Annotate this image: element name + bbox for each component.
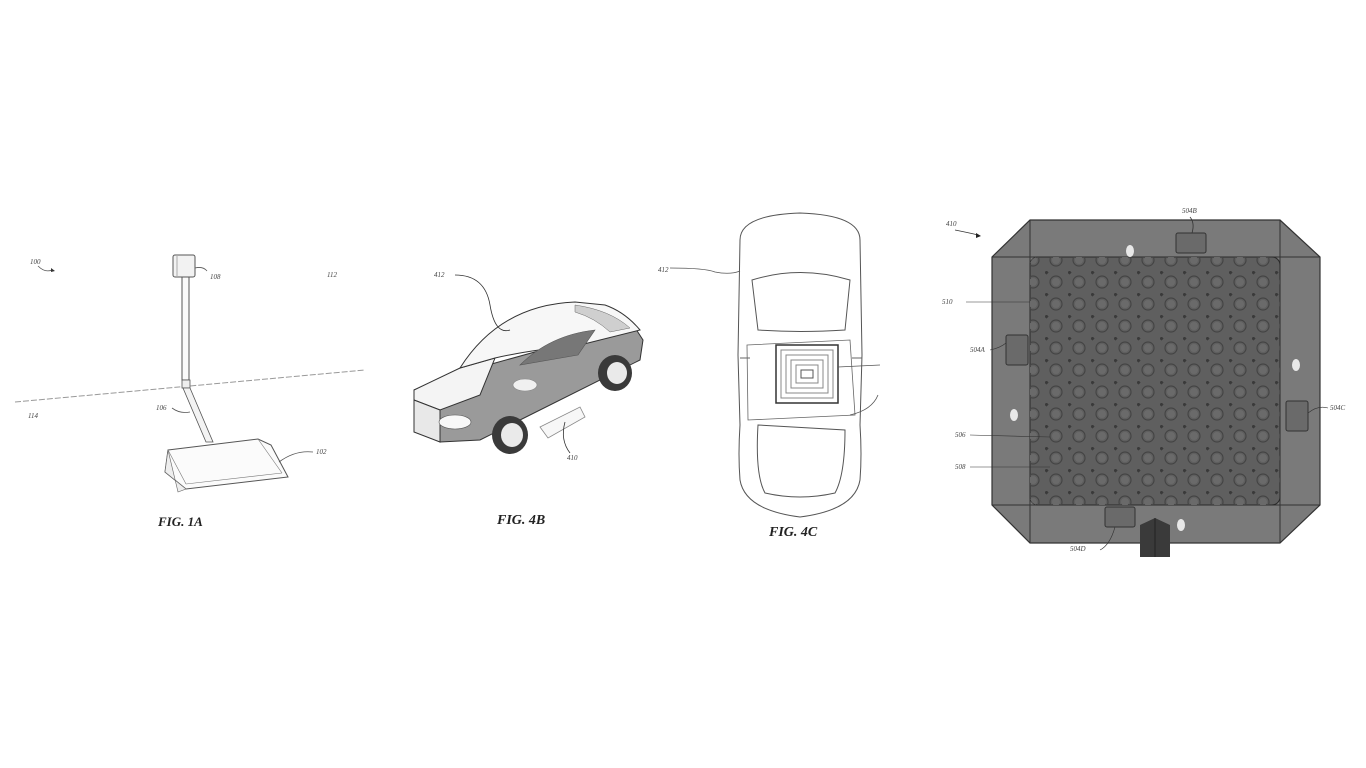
label-410: 410 xyxy=(946,220,957,228)
label-508: 508 xyxy=(955,463,966,471)
label-504c: 504C xyxy=(1330,404,1346,412)
label-102: 102 xyxy=(316,448,327,456)
charging-pad-top-view-drawing xyxy=(954,216,1329,557)
label-504d: 504D xyxy=(1070,545,1086,553)
label-100: 100 xyxy=(30,258,41,266)
vehicle-isometric-drawing xyxy=(413,274,644,454)
vehicle-top-view-drawing xyxy=(669,212,881,518)
label-108: 108 xyxy=(210,273,221,281)
label-412: 412 xyxy=(434,271,445,279)
figure-4c: 412 FIG. 4C xyxy=(650,205,890,555)
label-510: 510 xyxy=(942,298,953,306)
label-410: 410 xyxy=(567,454,578,462)
label-114: 114 xyxy=(28,412,38,420)
label-504b: 504B xyxy=(1182,207,1197,215)
caption-fig-4c: FIG. 4C xyxy=(769,525,818,540)
label-112: 112 xyxy=(327,271,337,279)
label-106: 106 xyxy=(156,404,167,412)
figure-5: 410 504B 510 504A 504C 506 508 504D xyxy=(930,205,1360,565)
label-412: 412 xyxy=(658,266,669,274)
label-504a: 504A xyxy=(970,346,985,354)
ground-charger-drawing xyxy=(14,254,366,493)
caption-fig-4b: FIG. 4B xyxy=(497,513,546,528)
label-506: 506 xyxy=(955,431,966,439)
figure-1a: 100 108 112 114 106 102 FIG. 1A xyxy=(0,240,380,540)
caption-fig-1a: FIG. 1A xyxy=(158,514,203,529)
figure-4b: 412 410 FIG. 4B xyxy=(400,250,660,540)
